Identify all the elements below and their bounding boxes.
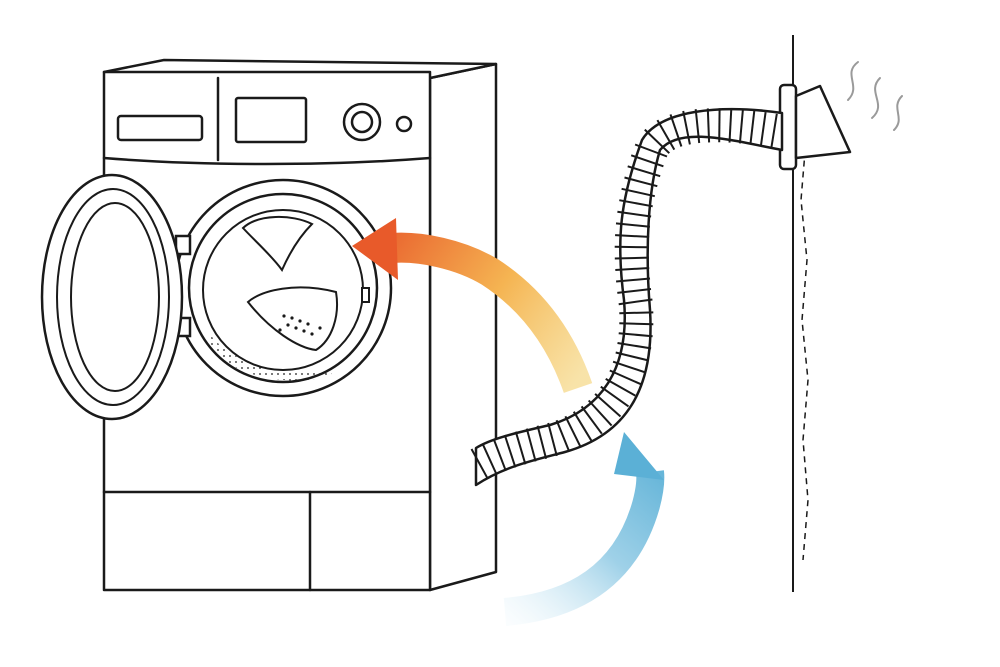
wall-texture [799, 94, 809, 561]
cool-air-head [614, 432, 664, 480]
drawer-handle [116, 114, 204, 142]
door-glass [70, 202, 160, 392]
steam-wisp-1 [847, 61, 859, 101]
hose-rib [514, 431, 527, 465]
vent-cover [794, 84, 852, 160]
hose-rib [706, 108, 711, 143]
drum-paddle-top [241, 215, 314, 273]
hose-rib [615, 222, 650, 228]
cool-air-arrow-icon [503, 432, 665, 626]
paddle-holes [278, 314, 322, 336]
hose-rib [614, 245, 649, 249]
dial-knob-inner [350, 110, 374, 134]
hose-rib [682, 110, 691, 145]
hose-rib [627, 165, 661, 178]
hose-rib [525, 428, 537, 462]
dryer-side-panel [428, 62, 498, 592]
steam-wisp-3 [893, 95, 903, 131]
hose-rib [618, 298, 653, 306]
hose-rib [630, 154, 664, 168]
hose-outline [474, 107, 784, 487]
hose-rib [617, 210, 652, 218]
hose-rib [580, 405, 603, 435]
hose-rib [612, 360, 646, 374]
display-panel [234, 96, 308, 144]
vent-hood-icon [778, 83, 852, 171]
hose-ribs [470, 108, 778, 480]
hose-rib [656, 119, 676, 151]
hose-rib [470, 448, 489, 480]
steam-wisp-2 [871, 77, 881, 119]
hose-rib [617, 342, 652, 350]
power-button-icon [395, 115, 413, 133]
hose-rib [614, 256, 649, 260]
hose-rib [728, 108, 733, 143]
hot-air-shaft [390, 232, 593, 394]
cool-air-shaft [503, 470, 665, 626]
hose-rib [617, 288, 652, 294]
hose-rib [481, 443, 498, 475]
hose-rib [624, 176, 658, 188]
hose-rib [770, 113, 778, 148]
hose-rib [587, 399, 613, 427]
hose-rib [619, 322, 654, 326]
open-door-icon [40, 173, 192, 421]
hose-rib [609, 369, 642, 386]
hose-rib [619, 311, 654, 315]
drum-icon [173, 178, 393, 398]
hose-rib [555, 419, 571, 453]
door-latch [361, 287, 370, 303]
hose-rib [536, 425, 548, 459]
hose-rib [749, 110, 756, 145]
hose-rib [492, 438, 507, 472]
hose-rib [615, 267, 650, 271]
duct-hose-icon [470, 107, 784, 487]
hose-rib [694, 109, 701, 144]
hose-rib [669, 114, 683, 147]
hose-rib [634, 143, 668, 158]
hose-rib [759, 112, 767, 147]
hose-rib [605, 378, 636, 397]
hose-rib [615, 234, 650, 238]
drum-lint [207, 330, 335, 381]
hose-rib [600, 385, 630, 408]
control-panel-divider [102, 156, 432, 166]
hot-air-arrow-icon [352, 218, 593, 394]
hot-air-head [352, 218, 398, 280]
hose-rib [564, 415, 582, 448]
hose-rib [615, 351, 649, 362]
hose-rib [572, 411, 593, 442]
hose-rib [618, 332, 653, 338]
hose-rib [619, 199, 653, 208]
hose-rib [616, 277, 651, 283]
hose-rib [644, 128, 670, 154]
hose-rib [503, 434, 517, 468]
hose-rib [738, 109, 744, 144]
hose-rib [547, 422, 558, 457]
steam-icon [847, 61, 903, 131]
hose-rib [594, 393, 622, 418]
hose-rib [621, 187, 656, 198]
